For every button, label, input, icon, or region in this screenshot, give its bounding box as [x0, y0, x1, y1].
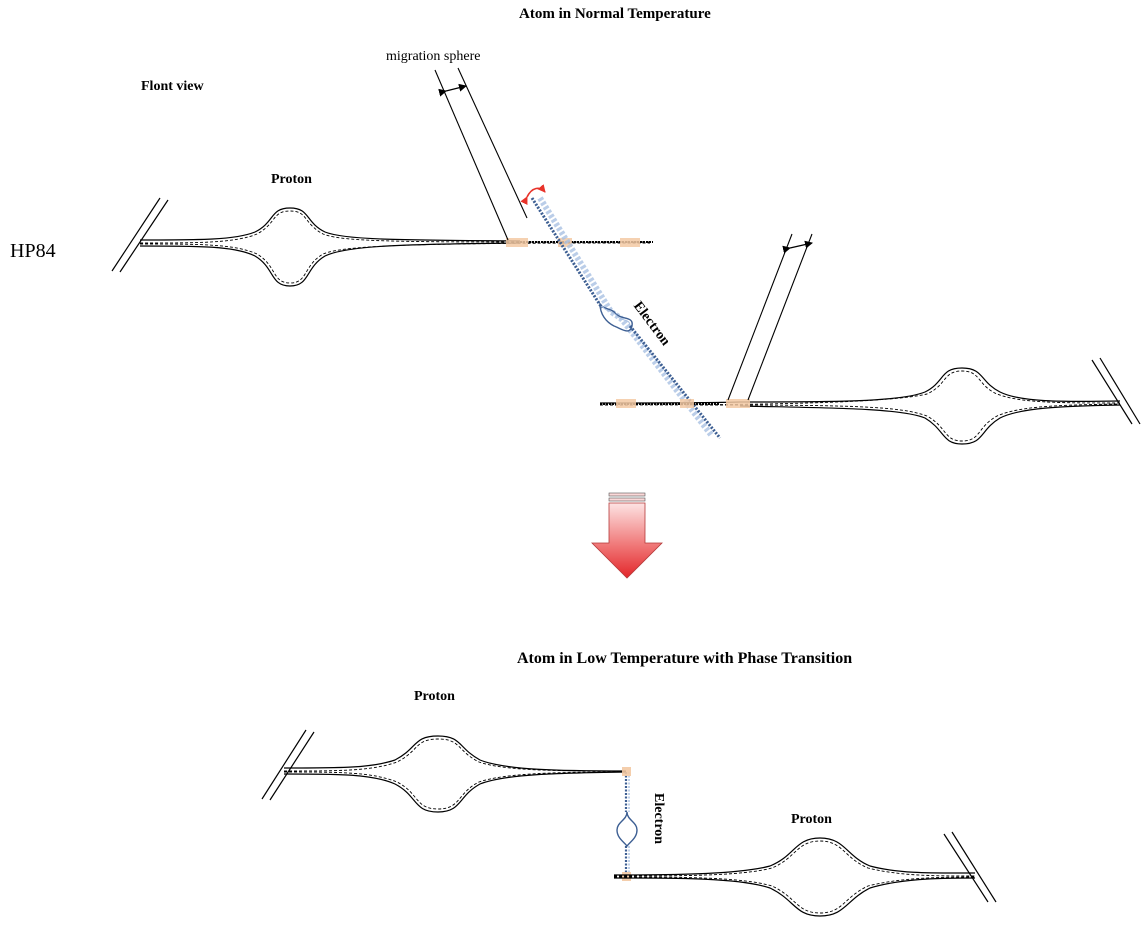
- proton-dashed-curve: [613, 840, 976, 877]
- proton-lower-curve: [283, 771, 627, 813]
- node-marker: [726, 399, 750, 408]
- wall-line: [1099, 357, 1141, 425]
- electron-bulge: [599, 301, 633, 332]
- wall-line: [951, 831, 997, 903]
- wall-line: [111, 197, 161, 272]
- migration-sphere-label: migration sphere: [386, 49, 481, 64]
- bottom-electron-label: Electron: [651, 793, 666, 845]
- bottom-proton-label-left: Proton: [414, 689, 455, 704]
- node-marker: [506, 238, 528, 247]
- wall-line: [269, 731, 315, 801]
- proton-dashed-curve: [283, 738, 627, 772]
- migration-sphere-band-right: [727, 233, 813, 401]
- electron-chain: [530, 197, 722, 439]
- top-title: Atom in Normal Temperature: [519, 6, 711, 22]
- proton-dashed-curve: [283, 771, 627, 810]
- bottom-title: Atom in Low Temperature with Phase Trans…: [517, 650, 853, 667]
- wall-line: [261, 729, 307, 800]
- node-marker: [622, 872, 631, 881]
- wall-line: [119, 199, 169, 273]
- node-marker: [622, 767, 631, 776]
- node-marker: [680, 399, 694, 408]
- proton-dashed-curve: [599, 370, 1121, 406]
- top-right-proton: [599, 357, 1141, 445]
- proton-dashed-curve: [699, 403, 1121, 442]
- node-marker: [620, 238, 640, 247]
- view-label: Flont view: [141, 79, 204, 94]
- proton-dashed-curve: [613, 876, 976, 914]
- electron-bulge-inner: [601, 305, 631, 327]
- figure-id: HP84: [10, 240, 56, 262]
- migration-sphere-band: [434, 67, 528, 241]
- transition-down-arrow: [591, 492, 663, 579]
- proton-dashed-curve: [139, 210, 651, 244]
- migration-width-arrow: [782, 240, 813, 254]
- proton-lower-curve: [139, 242, 521, 287]
- wall-line: [1091, 359, 1133, 425]
- migration-width-arrow: [438, 83, 467, 97]
- proton-upper-curve: [139, 207, 521, 242]
- proton-upper-curve: [283, 735, 627, 772]
- proton-dashed-curve: [139, 242, 651, 284]
- proton-lower-curve: [613, 877, 976, 917]
- top-electron: [520, 184, 722, 439]
- top-left-proton: [111, 197, 653, 287]
- node-marker: [616, 399, 636, 408]
- proton-upper-curve: [613, 837, 976, 876]
- bottom-electron: [616, 767, 638, 881]
- proton-upper-curve: [599, 367, 1121, 404]
- bottom-left-proton: [261, 729, 627, 813]
- top-proton-label: Proton: [271, 172, 312, 187]
- proton-lower-curve: [739, 404, 1121, 445]
- rotation-arrow: [520, 184, 546, 206]
- wall-line: [943, 833, 989, 903]
- bottom-proton-label-right: Proton: [791, 812, 832, 827]
- bottom-right-proton: [613, 831, 997, 917]
